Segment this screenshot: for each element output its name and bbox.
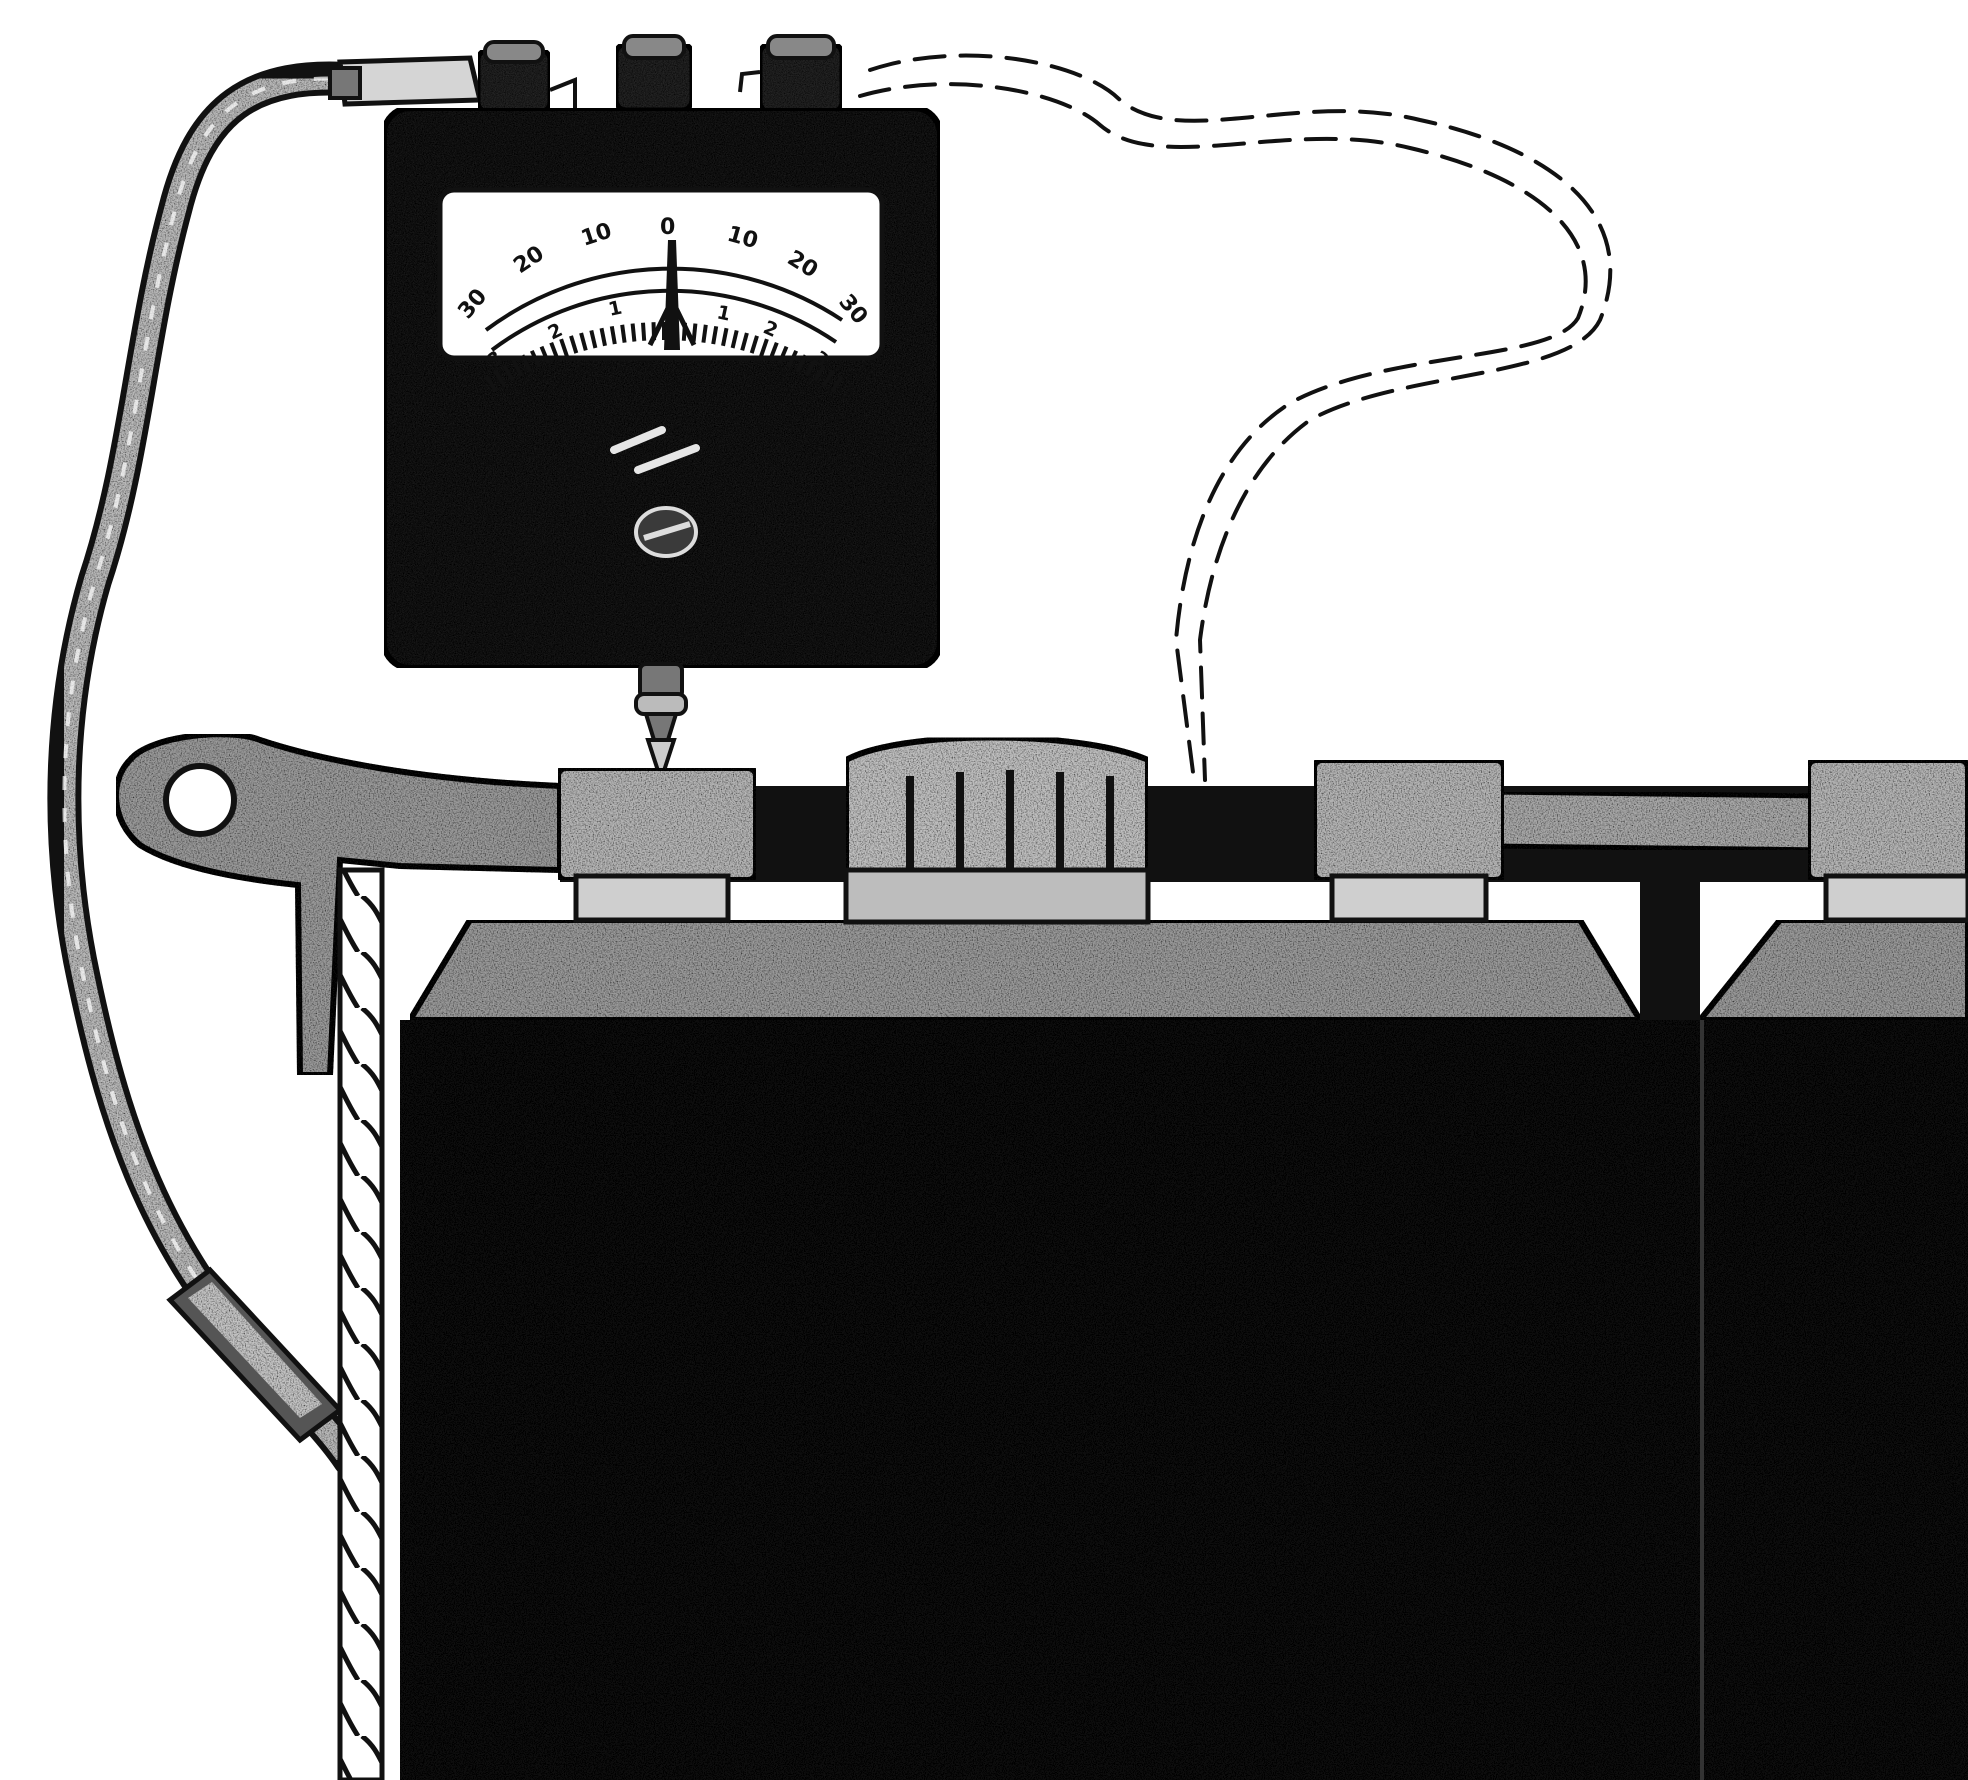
battery-lid — [404, 917, 1646, 1023]
left-probe-sleeve — [166, 1266, 344, 1444]
dashed-probe-lead — [858, 53, 1613, 782]
scale-tick — [768, 341, 779, 361]
scale-tick — [589, 329, 598, 349]
zero-adjust-screw — [610, 426, 700, 558]
meter-scale-ticks — [484, 322, 844, 393]
scale-tick — [493, 369, 507, 387]
scale-tick — [701, 324, 708, 343]
scale-tick — [520, 354, 533, 373]
scale-tick — [609, 325, 617, 345]
battery-lid-right — [1693, 917, 1968, 1023]
scale-tick — [730, 329, 739, 349]
scale-tick — [599, 327, 607, 347]
scale-tick — [711, 325, 719, 345]
lower-scale-label: 1 — [715, 301, 733, 325]
meter-probe-tip — [634, 662, 688, 787]
scale-tick — [821, 369, 835, 387]
far-right-terminal-post — [1805, 757, 1968, 923]
meter-needle — [647, 240, 697, 350]
scale-tick — [529, 349, 542, 368]
scale-tick — [620, 324, 627, 343]
scale-tick — [740, 332, 749, 351]
scale-tick — [691, 323, 698, 342]
scale-tick — [549, 341, 560, 361]
battery-body-right — [1702, 1020, 1968, 1780]
scale-tick — [641, 322, 647, 341]
scale-tick — [502, 364, 515, 382]
scale-tick — [804, 359, 817, 377]
scale-tick — [786, 349, 799, 368]
left-terminal-post — [555, 765, 759, 923]
left-lead-connector — [328, 55, 484, 107]
twisted-cord — [337, 867, 385, 1780]
battery-body — [400, 1020, 1702, 1780]
right-terminal-post — [1311, 757, 1834, 923]
scale-tick — [484, 375, 498, 393]
scale-tick — [795, 354, 808, 373]
scale-tick — [759, 338, 769, 357]
scale-tick — [559, 338, 569, 357]
scale-tick — [721, 327, 729, 347]
scale-tick — [749, 335, 759, 354]
scale-tick — [569, 335, 579, 354]
galvanometer: 30 20 10 0 10 20 30 3 2 1 1 2 3 — [381, 34, 943, 787]
scale-tick — [511, 359, 524, 377]
scale-tick — [539, 345, 551, 364]
scale-tick — [777, 345, 789, 364]
scale-tick — [630, 323, 637, 342]
terminal-knobs — [475, 34, 845, 115]
scale-tick — [830, 375, 844, 393]
battery — [113, 731, 1968, 1780]
upper-scale-label: 0 — [660, 215, 675, 240]
vent-cap — [843, 734, 1151, 925]
scale-tick — [579, 332, 588, 351]
lower-scale-label: 1 — [606, 297, 624, 321]
scale-tick — [813, 364, 826, 382]
